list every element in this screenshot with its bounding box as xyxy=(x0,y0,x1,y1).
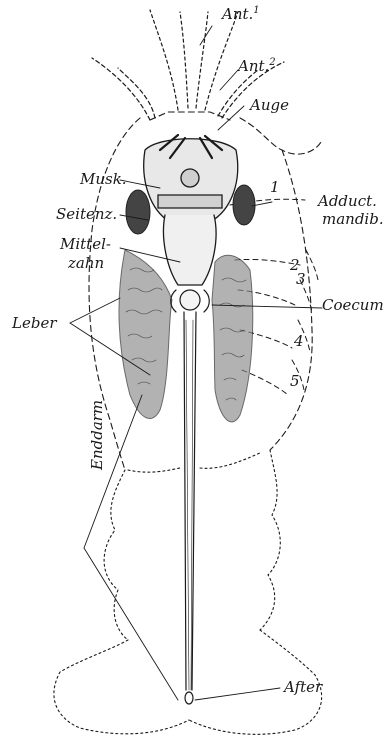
label-antenna-1: Ant.1 xyxy=(222,6,260,22)
label-adduct-line2: mandib. xyxy=(322,212,384,227)
gut xyxy=(171,290,210,704)
label-antenna-2: Ant.2 xyxy=(238,58,276,74)
label-mittel-line2: zahn xyxy=(68,256,104,271)
label-coecum: Coecum xyxy=(322,298,384,313)
segment-number-1: 1 xyxy=(270,180,280,195)
segment-number-5: 5 xyxy=(290,374,300,389)
segment-number-4: 4 xyxy=(294,334,304,349)
segment-number-3: 3 xyxy=(296,272,306,287)
label-musk: Musk. xyxy=(80,172,127,187)
label-enddarm: Enddarm xyxy=(90,400,105,470)
label-seitenz: Seitenz. xyxy=(56,207,117,222)
label-leber: Leber xyxy=(12,316,57,331)
antenna-1 xyxy=(150,10,238,110)
label-adduct-line1: Adduct. xyxy=(318,194,377,209)
label-auge: Auge xyxy=(250,98,289,113)
label-mittel-line1: Mittel- xyxy=(60,237,111,252)
label-after: After xyxy=(284,680,322,695)
